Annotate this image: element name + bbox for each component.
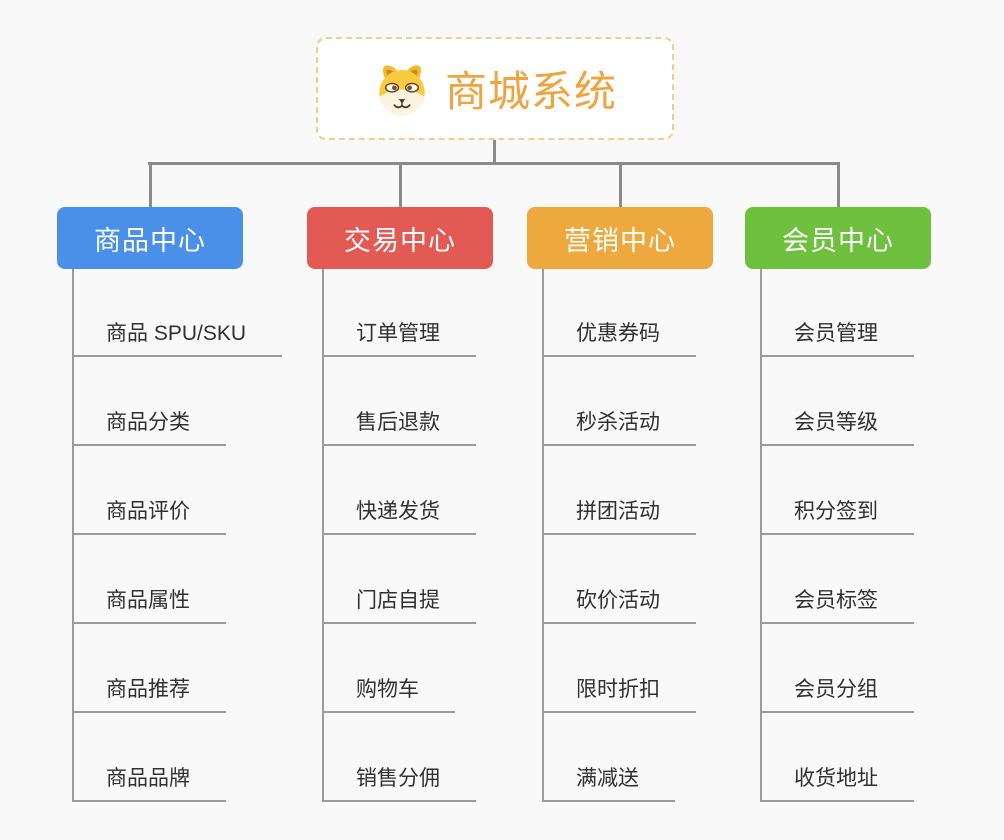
leaf-node[interactable]: 积分签到 [760, 498, 914, 535]
connector-branch-drop [148, 162, 152, 208]
leaf-node[interactable]: 砍价活动 [542, 587, 696, 624]
branch-node-1[interactable]: 商品中心 [57, 207, 243, 269]
leaf-node[interactable]: 订单管理 [322, 320, 476, 357]
leaf-node[interactable]: 购物车 [322, 676, 455, 713]
branch-node-4[interactable]: 会员中心 [745, 207, 931, 269]
leaf-node[interactable]: 商品品牌 [72, 765, 226, 802]
root-node[interactable]: 商城系统 [316, 37, 674, 140]
leaf-node[interactable]: 商品 SPU/SKU [72, 320, 283, 357]
branch-node-3[interactable]: 营销中心 [527, 207, 713, 269]
connector-horizontal-bar [148, 162, 840, 165]
leaf-node[interactable]: 限时折扣 [542, 676, 696, 713]
leaf-node[interactable]: 快递发货 [322, 498, 476, 535]
connector-branch-drop [398, 162, 402, 208]
connector-root-drop [493, 140, 496, 163]
leaf-node[interactable]: 商品属性 [72, 587, 226, 624]
leaf-node[interactable]: 销售分佣 [322, 765, 476, 802]
leaf-node[interactable]: 商品分类 [72, 409, 226, 446]
branch-node-2[interactable]: 交易中心 [307, 207, 493, 269]
dog-face-icon [379, 64, 425, 116]
leaf-node[interactable]: 商品推荐 [72, 676, 226, 713]
leaf-node[interactable]: 收货地址 [760, 765, 914, 802]
leaf-node[interactable]: 会员分组 [760, 676, 914, 713]
leaf-node[interactable]: 商品评价 [72, 498, 226, 535]
leaf-node[interactable]: 售后退款 [322, 409, 476, 446]
leaf-node[interactable]: 秒杀活动 [542, 409, 696, 446]
leaf-node[interactable]: 拼团活动 [542, 498, 696, 535]
leaf-node[interactable]: 满减送 [542, 765, 675, 802]
leaf-node[interactable]: 优惠券码 [542, 320, 696, 357]
leaf-node[interactable]: 门店自提 [322, 587, 476, 624]
connector-branch-drop [618, 162, 622, 208]
root-title: 商城系统 [444, 68, 617, 115]
leaf-node[interactable]: 会员标签 [760, 587, 914, 624]
leaf-node[interactable]: 会员管理 [760, 320, 914, 357]
connector-branch-drop [836, 162, 840, 208]
leaf-node[interactable]: 会员等级 [760, 409, 914, 446]
